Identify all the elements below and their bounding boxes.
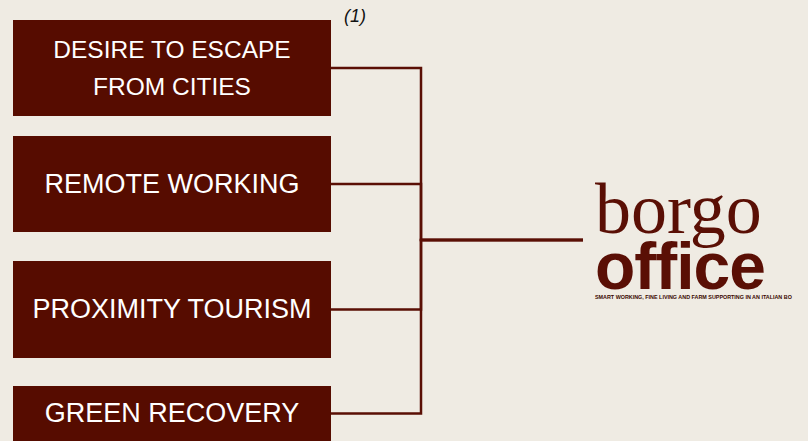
callout-number: (1) — [344, 6, 366, 27]
box-label: REMOTE WORKING — [31, 166, 314, 203]
box-label: PROXIMITY TOURISM — [18, 291, 325, 328]
bracket-connector — [331, 240, 583, 414]
logo-tagline: SMART WORKING, FINE LIVING AND FARM SUPP… — [595, 293, 792, 302]
bracket-connector — [331, 240, 583, 310]
logo-word: office — [595, 239, 792, 293]
process-box: REMOTE WORKING — [13, 136, 331, 232]
logo-word: borgo — [595, 179, 792, 239]
process-box: DESIRE TO ESCAPE FROM CITIES — [13, 20, 331, 116]
box-label: DESIRE TO ESCAPE FROM CITIES — [13, 31, 331, 105]
bracket-connector — [331, 184, 583, 240]
logo-block: borgoofficeSMART WORKING, FINE LIVING AN… — [583, 179, 796, 302]
bracket-connector — [331, 68, 583, 240]
box-label: GREEN RECOVERY — [31, 395, 314, 432]
process-box: GREEN RECOVERY — [13, 386, 331, 441]
process-box: PROXIMITY TOURISM — [13, 261, 331, 358]
